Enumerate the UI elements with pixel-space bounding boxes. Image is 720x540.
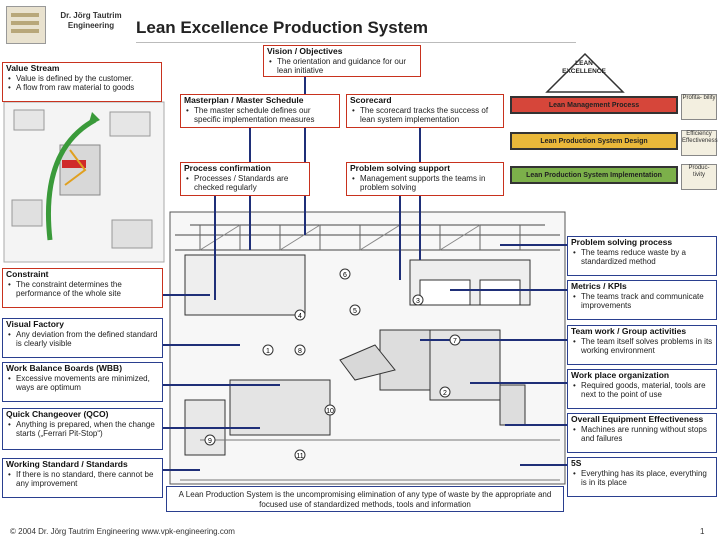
callout-2: 2 xyxy=(439,386,451,398)
visual-factory-text: Any deviation from the defined standard … xyxy=(8,330,159,349)
constraint-text: The constraint determines the performanc… xyxy=(8,280,159,299)
value-stream-item-1: Value is defined by the customer. xyxy=(8,74,158,84)
pyramid-side-efficiency: Efficiency Effectiveness xyxy=(681,130,718,156)
callout-8: 8 xyxy=(294,344,306,356)
svg-text:3: 3 xyxy=(416,298,420,305)
lean-excellence-pyramid-top xyxy=(545,52,625,93)
scorecard-box: Scorecard The scorecard tracks the succe… xyxy=(346,94,504,128)
factory-building xyxy=(169,211,566,485)
working-standard-text: If there is no standard, there cannot be… xyxy=(8,470,159,489)
process-confirmation-title: Process confirmation xyxy=(184,163,271,173)
teamwork-box: Team work / Group activities The team it… xyxy=(567,325,717,365)
svg-text:5: 5 xyxy=(353,308,357,315)
value-stream-map-image xyxy=(3,101,165,263)
visual-factory-title: Visual Factory xyxy=(6,319,64,329)
callout-4: 4 xyxy=(294,309,306,321)
problem-process-text: The teams reduce waste by a standardized… xyxy=(573,248,713,267)
callout-10: 10 xyxy=(324,404,336,416)
working-standard-title: Working Standard / Standards xyxy=(6,459,128,469)
pyramid-side-productivity: Produc- tivity xyxy=(681,164,717,190)
callout-markers: 6 3 4 5 7 8 1 2 9 10 11 xyxy=(204,268,461,461)
working-standard-box: Working Standard / Standards If there is… xyxy=(2,458,163,498)
masterplan-text: The master schedule defines our specific… xyxy=(186,106,336,125)
svg-text:6: 6 xyxy=(343,272,347,279)
wbb-text: Excessive movements are minimized, ways … xyxy=(8,374,159,393)
scorecard-text: The scorecard tracks the success of lean… xyxy=(352,106,500,125)
metrics-title: Metrics / KPIs xyxy=(571,281,627,291)
process-confirmation-box: Process confirmation Processes / Standar… xyxy=(180,162,310,196)
callout-5: 5 xyxy=(349,304,361,316)
visual-factory-box: Visual Factory Any deviation from the de… xyxy=(2,318,163,358)
pyramid-apex-line-2: EXCELLENCE xyxy=(562,68,606,75)
constraint-box: Constraint The constraint determines the… xyxy=(2,268,163,308)
company-logo xyxy=(6,6,46,44)
scorecard-title: Scorecard xyxy=(350,95,392,105)
vision-text: The orientation and guidance for our lea… xyxy=(269,57,417,76)
svg-text:1: 1 xyxy=(266,348,270,355)
problem-process-title: Problem solving process xyxy=(571,237,673,247)
qco-title: Quick Changeover (QCO) xyxy=(6,409,109,419)
problem-process-box: Problem solving process The teams reduce… xyxy=(567,236,717,276)
svg-text:2: 2 xyxy=(443,390,447,397)
company-line-2: Engineering xyxy=(67,21,115,30)
callout-9: 9 xyxy=(204,434,216,446)
workplace-title: Work place organization xyxy=(571,370,670,380)
callout-1: 1 xyxy=(262,344,274,356)
problem-support-text: Management supports the teams in problem… xyxy=(352,174,500,193)
problem-support-title: Problem solving support xyxy=(350,163,451,173)
oee-title: Overall Equipment Effectiveness xyxy=(571,414,704,424)
svg-text:9: 9 xyxy=(208,438,212,445)
footer-copyright: © 2004 Dr. Jörg Tautrim Engineering www.… xyxy=(10,527,235,536)
process-confirmation-text: Processes / Standards are checked regula… xyxy=(186,174,306,193)
svg-text:11: 11 xyxy=(296,453,303,460)
teamwork-title: Team work / Group activities xyxy=(571,326,687,336)
svg-text:8: 8 xyxy=(298,348,302,355)
value-stream-item-2: A flow from raw material to goods xyxy=(8,83,158,93)
svg-text:10: 10 xyxy=(326,408,334,415)
vision-objectives-box: Vision / Objectives The orientation and … xyxy=(263,45,421,77)
problem-support-box: Problem solving support Management suppo… xyxy=(346,162,504,196)
five-s-title: 5S xyxy=(571,458,582,468)
teamwork-text: The team itself solves problems in its w… xyxy=(573,337,713,356)
vision-title: Vision / Objectives xyxy=(267,46,343,56)
qco-box: Quick Changeover (QCO) Anything is prepa… xyxy=(2,408,163,450)
callout-7: 7 xyxy=(449,334,461,346)
value-stream-title: Value Stream xyxy=(6,63,60,73)
page-number: 1 xyxy=(700,527,705,536)
company-name: Dr. Jörg Tautrim Engineering xyxy=(52,11,130,31)
pyramid-side-profitability: Profita- bility xyxy=(681,94,717,120)
oee-box: Overall Equipment Effectiveness Machines… xyxy=(567,413,717,453)
callout-3: 3 xyxy=(412,294,424,306)
constraint-title: Constraint xyxy=(6,269,49,279)
five-s-box: 5S Everything has its place, everything … xyxy=(567,457,717,497)
pyramid-apex-label: LEAN EXCELLENCE xyxy=(562,60,606,76)
title-divider xyxy=(136,42,576,43)
svg-text:4: 4 xyxy=(298,313,302,320)
five-s-text: Everything has its place, everything is … xyxy=(573,469,713,488)
callout-6: 6 xyxy=(339,268,351,280)
qco-text: Anything is prepared, when the change st… xyxy=(8,420,159,439)
pyramid-apex-line-1: LEAN xyxy=(575,60,593,67)
wbb-box: Work Balance Boards (WBB) Excessive move… xyxy=(2,362,163,402)
pyramid-level-implementation: Lean Production System Implementation xyxy=(510,166,678,184)
lean-definition-box: A Lean Production System is the uncompro… xyxy=(166,486,564,512)
pyramid-level-design: Lean Production System Design xyxy=(510,132,678,150)
workplace-text: Required goods, material, tools are next… xyxy=(573,381,713,400)
masterplan-box: Masterplan / Master Schedule The master … xyxy=(180,94,340,128)
metrics-box: Metrics / KPIs The teams track and commu… xyxy=(567,280,717,320)
masterplan-title: Masterplan / Master Schedule xyxy=(184,95,304,105)
value-stream-box: Value Stream Value is defined by the cus… xyxy=(2,62,162,102)
svg-text:7: 7 xyxy=(453,338,457,345)
oee-text: Machines are running without stops and f… xyxy=(573,425,713,444)
page-title: Lean Excellence Production System xyxy=(136,18,428,37)
company-line-1: Dr. Jörg Tautrim xyxy=(60,11,122,20)
pyramid-level-management: Lean Management Process xyxy=(510,96,678,114)
workplace-box: Work place organization Required goods, … xyxy=(567,369,717,409)
wbb-title: Work Balance Boards (WBB) xyxy=(6,363,123,373)
metrics-text: The teams track and communicate improvem… xyxy=(573,292,713,311)
callout-11: 11 xyxy=(294,449,306,461)
